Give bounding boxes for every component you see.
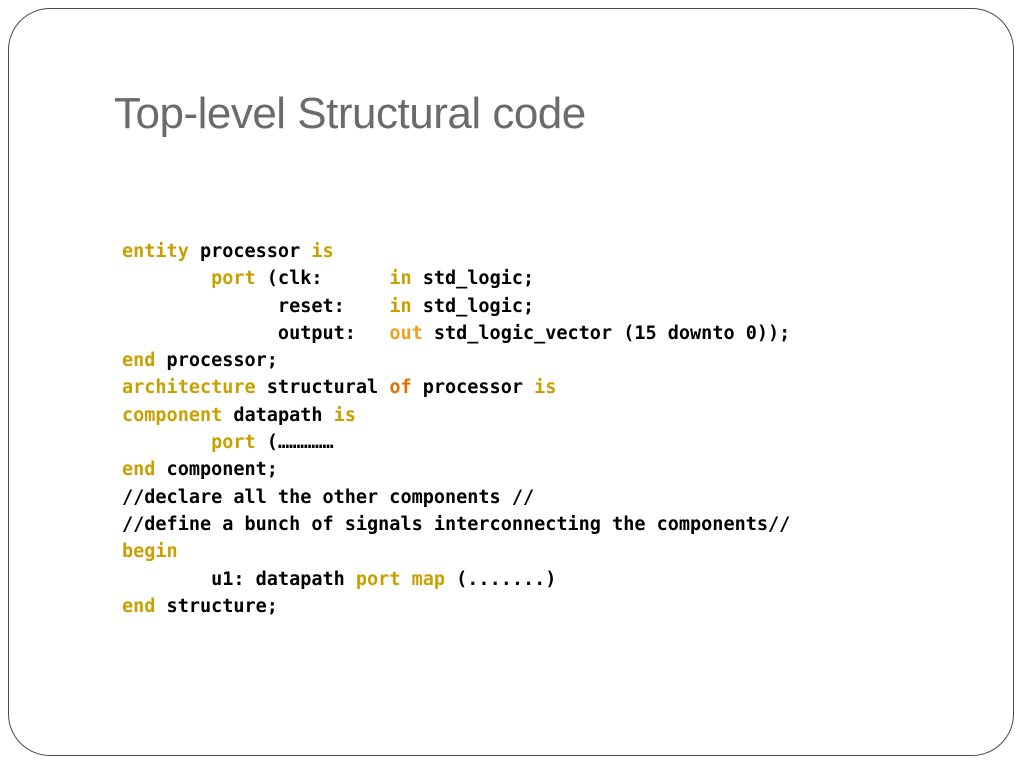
code-line: entity processor is — [122, 238, 790, 265]
code-line: //define a bunch of signals interconnect… — [122, 511, 790, 538]
code-line: reset: in std_logic; — [122, 293, 790, 320]
code-keyword: begin — [122, 541, 178, 563]
code-keyword: is — [311, 241, 334, 262]
code-keyword: entity — [122, 241, 189, 262]
code-text: u1: datapath — [122, 568, 356, 590]
code-keyword: component — [122, 404, 223, 426]
code-keyword: port — [211, 432, 256, 454]
code-text: processor — [188, 241, 312, 262]
code-line: end structure; — [122, 593, 790, 620]
code-line: port (clk: in std_logic; — [122, 265, 790, 292]
code-keyword: end — [122, 595, 156, 617]
code-text: (…………… — [255, 432, 334, 454]
code-keyword: in — [389, 295, 412, 317]
code-keyword: end — [122, 350, 156, 372]
code-text: //define a bunch of signals interconnect… — [122, 513, 791, 535]
code-text — [122, 268, 211, 289]
slide-title: Top-level Structural code — [114, 89, 586, 138]
code-text: std_logic_vector (15 downto 0)); — [422, 322, 791, 344]
code-text: output: — [122, 322, 390, 344]
code-keyword: of — [389, 377, 412, 399]
code-line: port (…………… — [122, 429, 790, 456]
code-line: u1: datapath port map (.......) — [122, 566, 790, 593]
code-text: processor; — [155, 350, 278, 372]
code-keyword: architecture — [122, 377, 256, 399]
code-line: begin — [122, 538, 790, 565]
slide-frame: Top-level Structural code entity process… — [8, 8, 1014, 756]
code-line: end component; — [122, 456, 790, 483]
code-text: (.......) — [445, 568, 557, 590]
code-text: datapath — [222, 404, 334, 426]
code-line: output: out std_logic_vector (15 downto … — [122, 320, 790, 347]
code-text: std_logic; — [411, 295, 535, 317]
code-text: processor — [411, 377, 535, 399]
code-keyword: port — [211, 268, 256, 290]
code-text: structural — [255, 377, 390, 399]
code-keyword: is — [333, 404, 356, 426]
code-line: //declare all the other components // — [122, 484, 790, 511]
code-keyword: is — [534, 377, 557, 399]
code-text: structure; — [155, 595, 278, 617]
code-text: //declare all the other components // — [122, 486, 535, 508]
code-block: entity processor is port (clk: in std_lo… — [122, 238, 790, 620]
code-keyword: end — [122, 459, 156, 481]
code-line: architecture structural of processor is — [122, 374, 790, 401]
code-line: component datapath is — [122, 402, 790, 429]
code-keyword: in — [389, 268, 412, 290]
code-text — [122, 432, 211, 453]
code-keyword: out — [389, 322, 423, 344]
code-text: reset: — [122, 295, 390, 317]
code-keyword: port map — [355, 568, 446, 590]
code-line: end processor; — [122, 347, 790, 374]
code-text: std_logic; — [411, 268, 535, 290]
code-text: (clk: — [255, 268, 390, 290]
code-text: component; — [155, 459, 278, 481]
